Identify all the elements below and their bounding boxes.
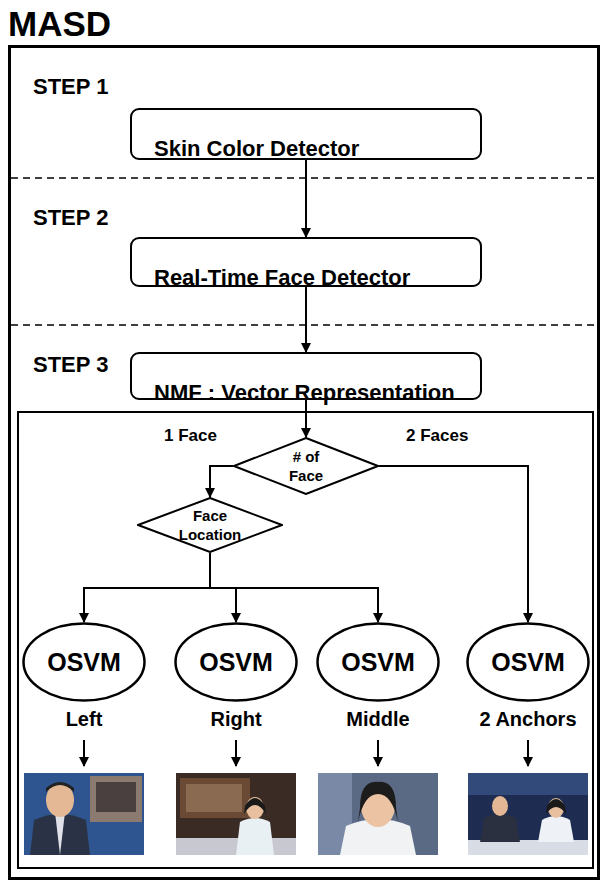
class-label: Right [174, 708, 298, 731]
classifier-oval: OSVM 2 Anchors [466, 622, 590, 734]
decision-diamond: Face Location [137, 497, 283, 553]
flow-connector [305, 160, 307, 237]
node-label: Face Location [170, 506, 250, 544]
classifier-frame [18, 412, 593, 868]
process-box: Real-Time Face Detector [130, 237, 482, 287]
step-band: STEP 2 Real-Time Face Detector [11, 179, 597, 324]
flow-connector [305, 287, 307, 352]
diagram-title: MASD [8, 4, 111, 44]
step-divider [11, 177, 597, 179]
classifier-oval: OSVM Right [174, 622, 298, 734]
flow-connector [379, 466, 528, 622]
outer-frame [10, 47, 599, 879]
edge-label: 2 Faces [404, 426, 470, 446]
flow-connector [210, 466, 233, 497]
step-band: STEP 1 Skin Color Detector [11, 48, 597, 177]
node-label: OSVM [174, 622, 298, 702]
thumb-left [24, 773, 144, 855]
node-label: OSVM [466, 622, 590, 702]
output-arrows [84, 740, 528, 766]
edge-label: 1 Face [162, 426, 219, 446]
step-label: STEP 1 [33, 74, 108, 100]
process-box: Skin Color Detector [130, 108, 482, 160]
decision-diamond: # of Face [233, 437, 379, 495]
thumb-right [176, 773, 296, 855]
flow-connector [305, 400, 307, 437]
class-label: Middle [316, 708, 440, 731]
class-label: 2 Anchors [466, 708, 590, 731]
node-label: # of Face [275, 447, 337, 485]
step-label: STEP 2 [33, 205, 108, 231]
node-label: OSVM [316, 622, 440, 702]
classifier-oval: OSVM Middle [316, 622, 440, 734]
class-label: Left [22, 708, 146, 731]
node-label: NMF : Vector Representation [154, 380, 455, 406]
classifier-oval: OSVM Left [22, 622, 146, 734]
step-divider [11, 324, 597, 326]
diamond-outline [233, 437, 379, 495]
step-label: STEP 3 [33, 352, 108, 378]
process-box: NMF : Vector Representation [130, 352, 482, 400]
thumb-middle [318, 773, 438, 855]
flow-connector [84, 553, 210, 622]
node-label: Real-Time Face Detector [154, 265, 410, 291]
diamond-outline [137, 497, 283, 553]
node-label: OSVM [22, 622, 146, 702]
flow-connector [210, 553, 378, 622]
node-label: Skin Color Detector [154, 136, 359, 162]
thumb-anchors [468, 773, 588, 855]
step-band: STEP 3 NMF : Vector Representation # of Fa… [11, 326, 597, 877]
